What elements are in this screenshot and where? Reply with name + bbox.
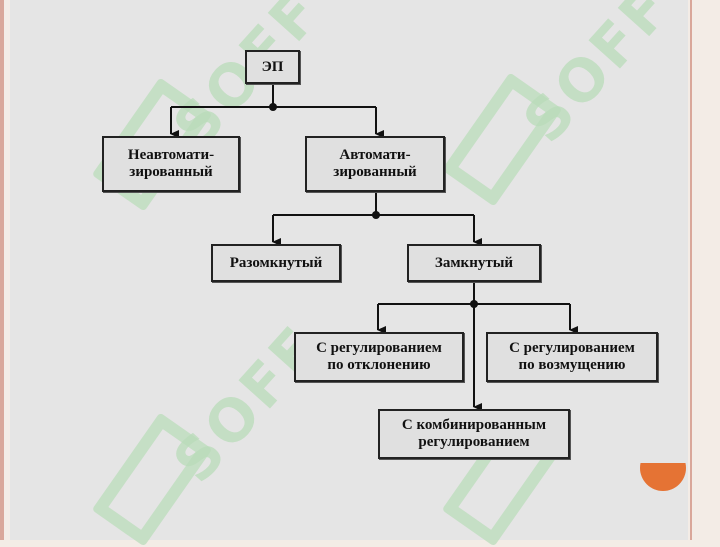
node-automated: Автомати- зированный — [305, 136, 445, 192]
slide-canvas — [10, 0, 688, 540]
node-root: ЭП — [245, 50, 300, 84]
slide-frame-left — [0, 0, 4, 540]
slide-frame-right-line — [690, 0, 692, 540]
node-closed-loop: Замкнутый — [407, 244, 541, 282]
node-open-loop: Разомкнутый — [211, 244, 341, 282]
node-deviation-control: С регулированием по отклонению — [294, 332, 464, 382]
node-combined-control: С комбинированным регулированием — [378, 409, 570, 459]
node-disturbance-control: С регулированием по возмущению — [486, 332, 658, 382]
slide-frame-right — [690, 0, 720, 540]
node-non-automated: Неавтомати- зированный — [102, 136, 240, 192]
